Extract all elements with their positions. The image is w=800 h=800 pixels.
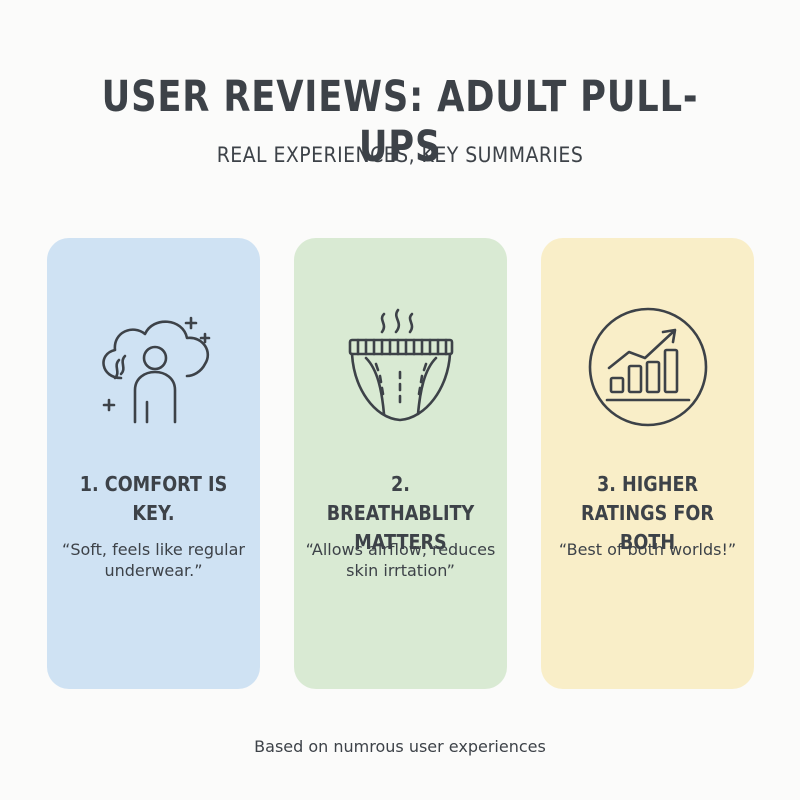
card-quote: “Best of both worlds!” <box>558 540 737 559</box>
page-subtitle: REAL EXPERIENCES, KEY SUMMARIES <box>216 143 584 167</box>
rising-chart-icon <box>587 306 709 428</box>
page-title: USER REVIEWS: ADULT PULL-UPS <box>101 72 699 172</box>
card-heading: 2. BREATHABLITY MATTERS <box>326 472 475 554</box>
footer-note: Based on numrous user experiences <box>254 737 546 756</box>
card-quote: “Allows alrflow, reduces skin irrtation” <box>305 540 496 580</box>
breathable-underwear-icon <box>340 306 462 428</box>
comfort-cloud-person-icon <box>93 306 215 428</box>
review-card-comfort: 1. COMFORT IS KEY. “Soft, feels like reg… <box>47 238 260 689</box>
card-heading: 1. COMFORT IS KEY. <box>79 472 228 525</box>
review-card-ratings: 3. HIGHER RATINGS FOR BOTH “Best of both… <box>541 238 754 689</box>
review-card-breathability: 2. BREATHABLITY MATTERS “Allows alrflow,… <box>294 238 507 689</box>
card-heading: 3. HIGHER RATINGS FOR BOTH <box>581 472 714 554</box>
card-quote: “Soft, feels like regular underwear.” <box>62 540 245 580</box>
